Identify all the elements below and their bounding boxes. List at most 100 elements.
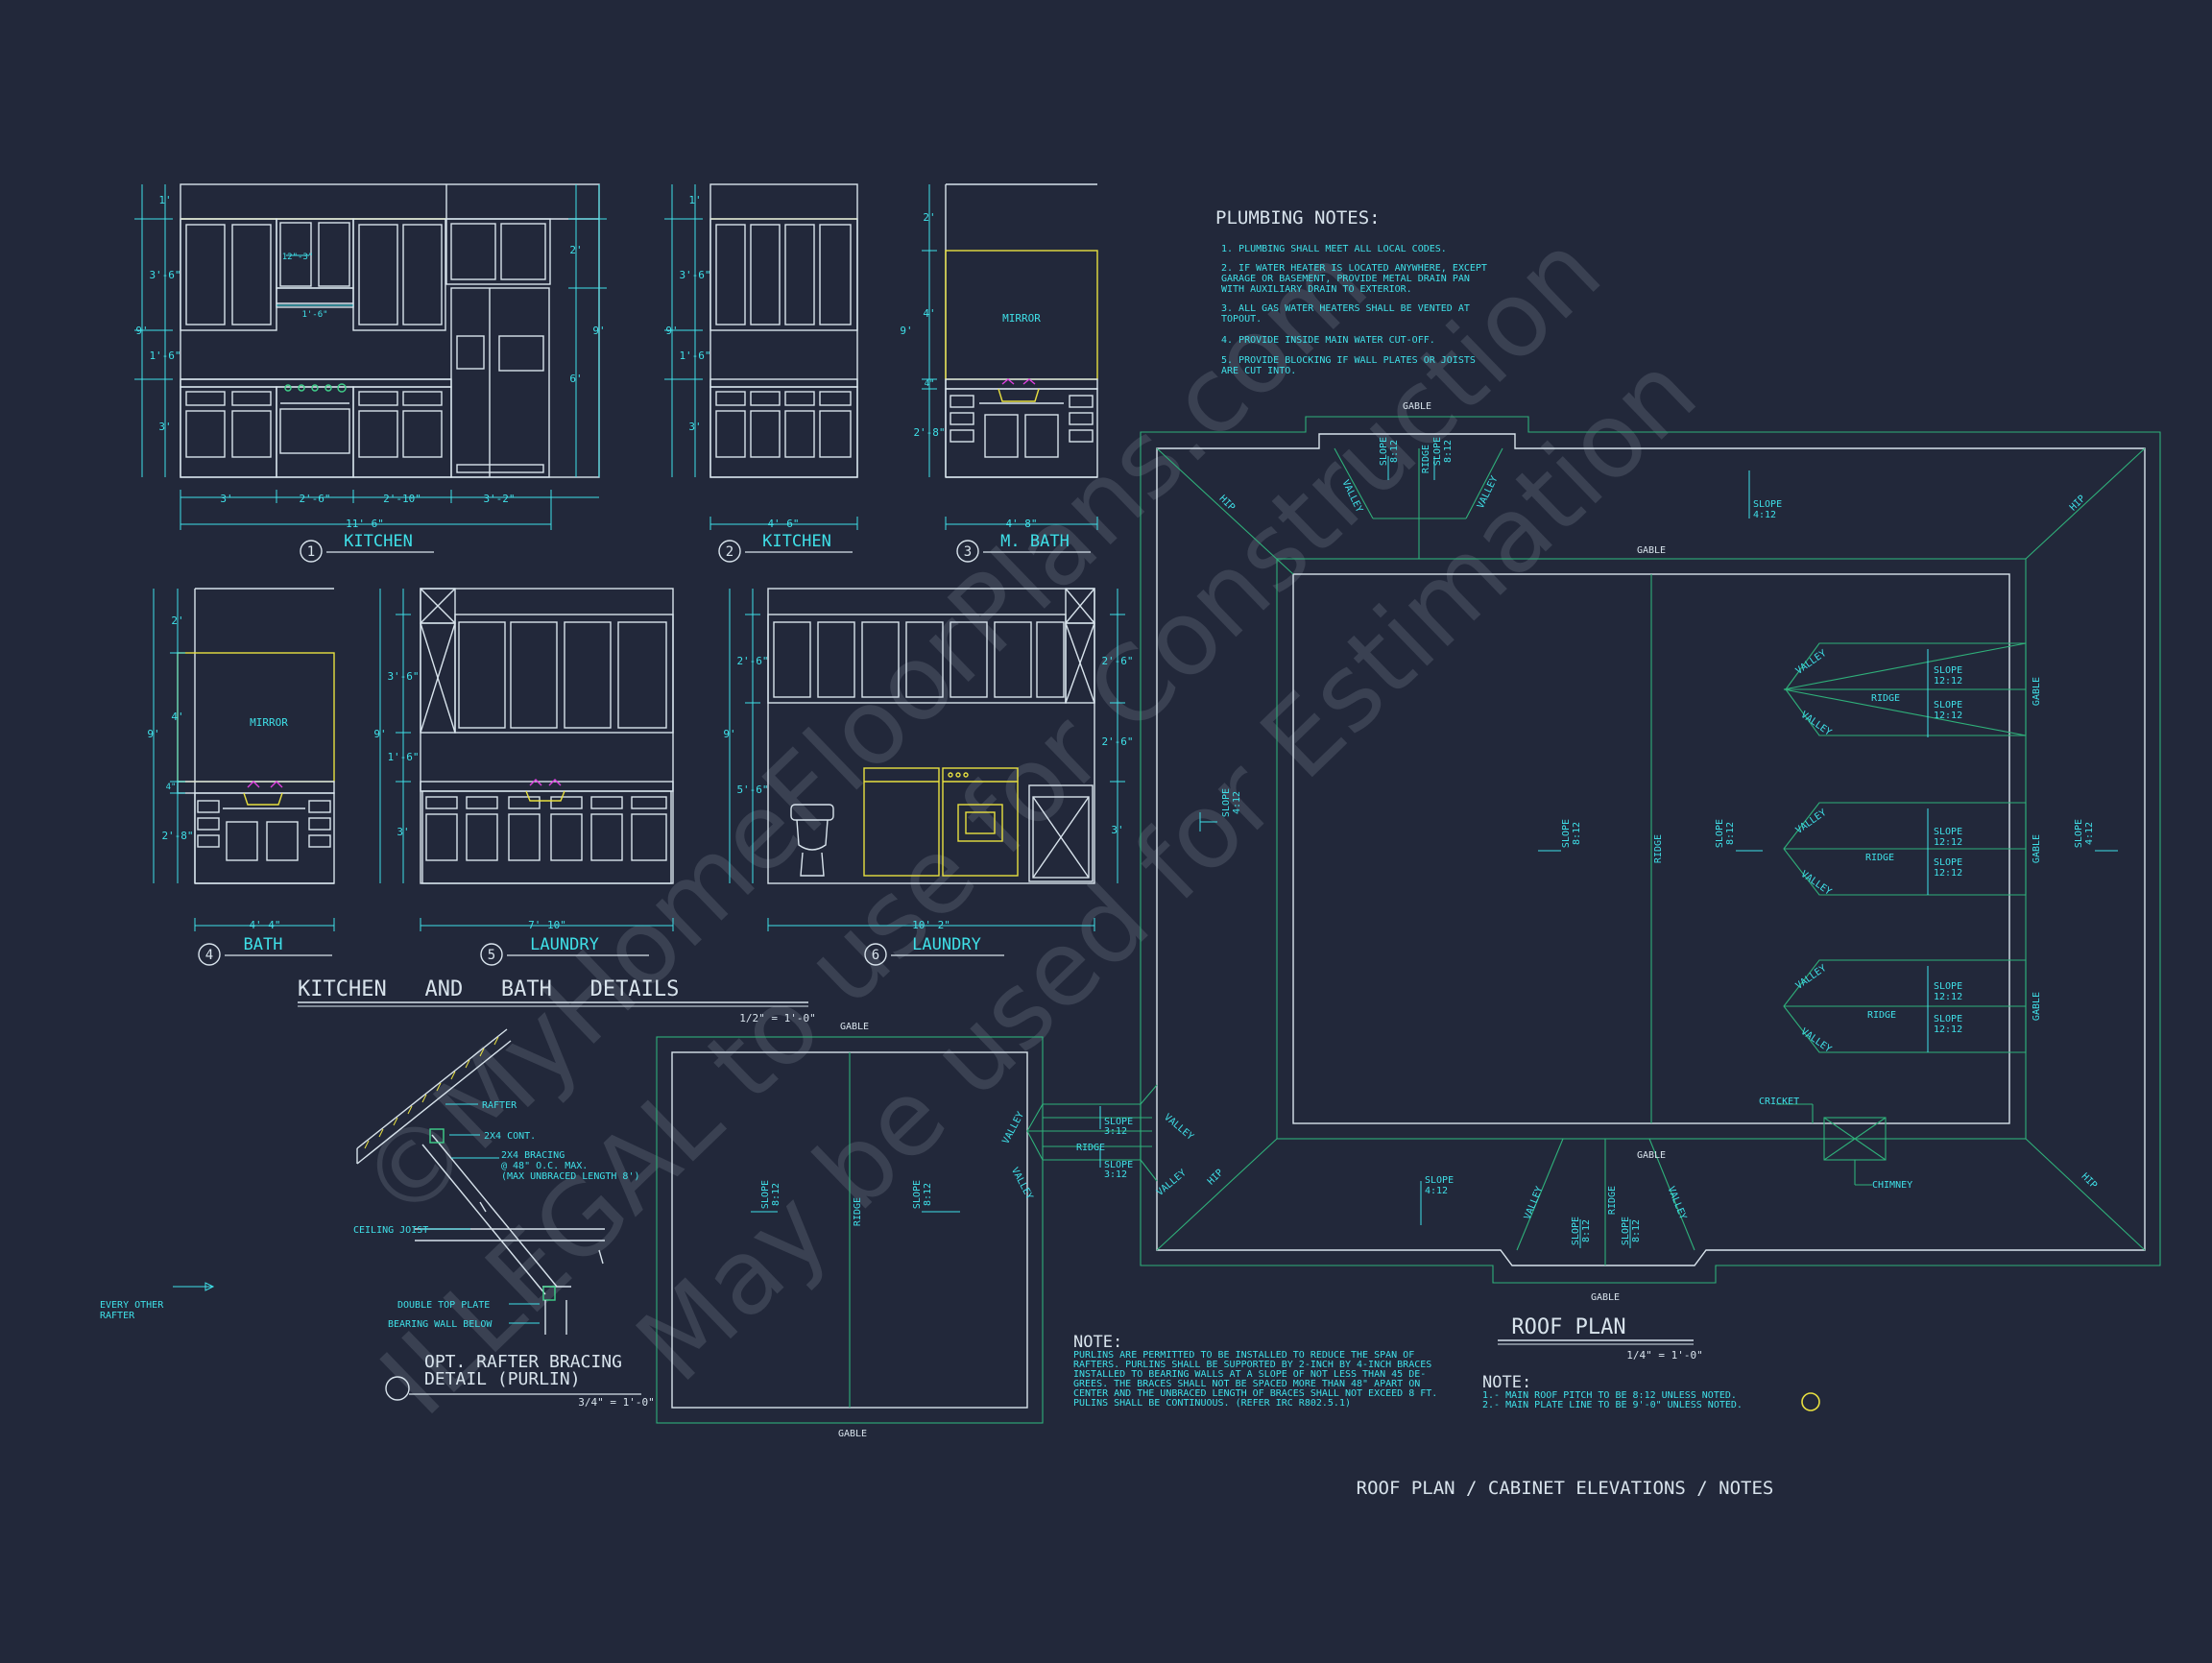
dim-text: 1'-6"	[149, 349, 180, 362]
pitch-label: 12:12	[1934, 837, 1962, 848]
ridge-label: RIDGE	[1867, 1010, 1896, 1021]
dim-text: 2'-10"	[383, 493, 421, 505]
note-line: PULINS SHALL BE CONTINUOUS. (REFER IRC R…	[1073, 1398, 1351, 1409]
detail-number: 5	[488, 948, 495, 963]
note-line: CENTER AND THE UNBRACED LENGTH OF BRACES…	[1073, 1388, 1437, 1399]
plumbing-note-line: ARE CUT INTO.	[1221, 366, 1296, 376]
note-line: RAFTERS. PURLINS SHALL BE SUPPORTED BY 2…	[1073, 1360, 1431, 1370]
dim-text: 2'-8"	[913, 426, 945, 439]
elevation-2-kitchen	[664, 183, 858, 530]
pitch-label: 3:12	[1104, 1169, 1127, 1180]
chimney-label: CHIMNEY	[1872, 1180, 1912, 1191]
pitch-label: 4:12	[1232, 791, 1242, 814]
dim-text: 4"	[166, 783, 177, 792]
dim-text: 9'	[665, 325, 678, 337]
slope-label: SLOPE	[1934, 700, 1962, 711]
dim-text: 4'	[171, 711, 183, 723]
plumbing-notes-title: PLUMBING NOTES:	[1215, 207, 1381, 229]
dim-text: 9'	[135, 325, 148, 337]
details-title: KITCHEN AND BATH DETAILS	[298, 977, 679, 1001]
every-other-rafter-label: EVERY OTHER	[100, 1300, 164, 1311]
washer-dryer	[863, 767, 1019, 877]
slope-label: SLOPE	[1715, 819, 1725, 848]
dim-text: 11'-6"	[346, 518, 384, 530]
ridge-label: RIDGE	[1076, 1143, 1105, 1153]
gable-label: GABLE	[1403, 401, 1431, 412]
detail-number: 1	[307, 544, 315, 560]
plumbing-note-line: GARAGE OR BASEMENT, PROVIDE METAL DRAIN …	[1221, 274, 1470, 284]
elevation-label: BATH	[244, 935, 283, 954]
ridge-label: RIDGE	[1653, 834, 1664, 863]
valley-label: VALLEY	[1798, 1026, 1833, 1055]
slope-label: SLOPE	[1425, 1175, 1454, 1186]
purlin-detail	[173, 1028, 641, 1401]
mirror-label: MIRROR	[1002, 312, 1041, 325]
detail-number-bubble	[198, 943, 221, 966]
slope-label: SLOPE	[1934, 981, 1962, 992]
dim-text: 12"-3"	[282, 253, 314, 262]
note-line: GREES. THE BRACES SHALL NOT BE SPACED MO…	[1073, 1379, 1420, 1389]
dim-text: 1'-6"	[387, 751, 419, 763]
plumbing-note-line: WITH AUXILIARY DRAIN TO EXTERIOR.	[1221, 284, 1412, 295]
valley-label: VALLEY	[1162, 1112, 1195, 1143]
gable-label: GABLE	[838, 1429, 867, 1439]
mirror-label: MIRROR	[250, 716, 288, 729]
dim-text: 9'	[147, 728, 159, 740]
valley-label: VALLEY	[1794, 963, 1829, 992]
purlin-detail-title: OPT. RAFTER BRACING	[424, 1352, 622, 1372]
plumbing-note-line: 2. IF WATER HEATER IS LOCATED ANYWHERE, …	[1221, 263, 1487, 274]
dim-text: 5'-6"	[736, 783, 768, 796]
roof-plan-scale: 1/4" = 1'-0"	[1626, 1349, 1702, 1362]
elevation-label: LAUNDRY	[912, 935, 981, 954]
dim-text: 3'-6"	[149, 269, 180, 281]
elevation-4-dim-text: MIRROR 2' 4' 4" 2'-8" 9' 4'-4"	[147, 615, 288, 931]
pitch-label: 12:12	[1934, 868, 1962, 879]
roof-plan-main	[1140, 416, 2161, 1284]
slope-label: SLOPE	[1561, 819, 1572, 848]
kitchen1-cooktop	[284, 383, 347, 393]
dim-text: 4'-4"	[249, 919, 280, 931]
slope-label: SLOPE	[1432, 437, 1443, 466]
dim-text: 1'-6"	[301, 310, 327, 320]
purlin-detail-labels: RAFTER 2X4 CONT. 2X4 BRACING @ 48" O.C. …	[100, 1100, 655, 1409]
gable-label: GABLE	[2032, 992, 2042, 1021]
dim-text: 4'-6"	[767, 518, 799, 530]
slope-label: SLOPE	[912, 1180, 923, 1209]
pitch-label: 12:12	[1934, 676, 1962, 687]
gable-label: GABLE	[1637, 545, 1666, 556]
dim-text: 7'-10"	[528, 919, 566, 931]
dim-text: 2'	[569, 244, 582, 256]
elevation-6-label: 6 LAUNDRY	[864, 935, 1004, 966]
ridge-label: RIDGE	[853, 1197, 863, 1226]
gable-label: GABLE	[1591, 1292, 1620, 1303]
valley-label: VALLEY	[1155, 1168, 1189, 1198]
elevation-label: LAUNDRY	[530, 935, 599, 954]
note-line: 1.- MAIN ROOF PITCH TO BE 8:12 UNLESS NO…	[1482, 1390, 1737, 1401]
slope-label: SLOPE	[1934, 857, 1962, 868]
valley-label: VALLEY	[1794, 807, 1829, 836]
elevation-5-dim-text: 3'-6" 1'-6" 3' 9' 7'-10"	[373, 670, 566, 931]
rafter-label: RAFTER	[482, 1100, 517, 1111]
elevation-4-label: 4 BATH	[198, 935, 332, 966]
slope-label: SLOPE	[1934, 665, 1962, 676]
dim-text: 2'-6"	[1101, 735, 1133, 748]
dim-text: 2'	[171, 615, 183, 627]
dim-text: 10'-2"	[912, 919, 950, 931]
dim-text: 1'	[688, 194, 701, 206]
slope-label: SLOPE	[1753, 499, 1782, 510]
pitch-label: 8:12	[1581, 1219, 1592, 1242]
detail-number-bubble	[864, 943, 887, 966]
sheet-title: ROOF PLAN / CABINET ELEVATIONS / NOTES	[1357, 1478, 1774, 1499]
slope-label: SLOPE	[760, 1180, 771, 1209]
detail-number: 4	[205, 948, 213, 963]
detail-number-bubble	[480, 943, 503, 966]
cricket-label: CRICKET	[1759, 1097, 1799, 1107]
note-line: PURLINS ARE PERMITTED TO BE INSTALLED TO…	[1073, 1350, 1414, 1361]
valley-label: VALLEY	[1798, 710, 1833, 738]
roof-note: NOTE: 1.- MAIN ROOF PITCH TO BE 8:12 UNL…	[1482, 1373, 1743, 1410]
slope-label: SLOPE	[2074, 819, 2084, 848]
kitchen1-dimension-lines	[134, 184, 607, 530]
ridge-label: RIDGE	[1871, 693, 1900, 704]
gable-label: GABLE	[2032, 677, 2042, 706]
